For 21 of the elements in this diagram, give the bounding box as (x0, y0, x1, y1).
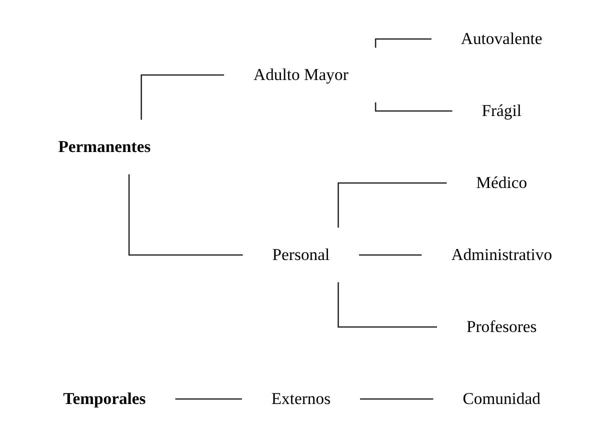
node-text: Administrativo (451, 245, 552, 264)
node-text: Externos (271, 389, 330, 408)
connector-line (374, 102, 452, 112)
node-text: Personal (272, 245, 330, 264)
connector-line (337, 182, 447, 228)
connector-line (359, 398, 434, 400)
connector-line (374, 38, 432, 48)
connector-line (128, 174, 243, 256)
classification-diagram: Permanentes Adulto Mayor Autovalente Frágil Personal Médico Administrativo Profesores Temporales Externos Comunidad (20, 4, 590, 434)
node-text: Frágil (482, 101, 522, 120)
connector-line (140, 74, 224, 120)
node-text: Comunidad (462, 389, 540, 408)
node-text: Adulto Mayor (253, 65, 348, 84)
node-text: Autovalente (460, 29, 542, 48)
connector-line (358, 254, 422, 256)
node-text: Profesores (466, 317, 537, 336)
connector-line (337, 282, 437, 328)
node-text: Permanentes (58, 137, 151, 156)
node-text: Temporales (63, 389, 146, 408)
node-text: Médico (476, 173, 527, 192)
connector-line (174, 398, 242, 400)
